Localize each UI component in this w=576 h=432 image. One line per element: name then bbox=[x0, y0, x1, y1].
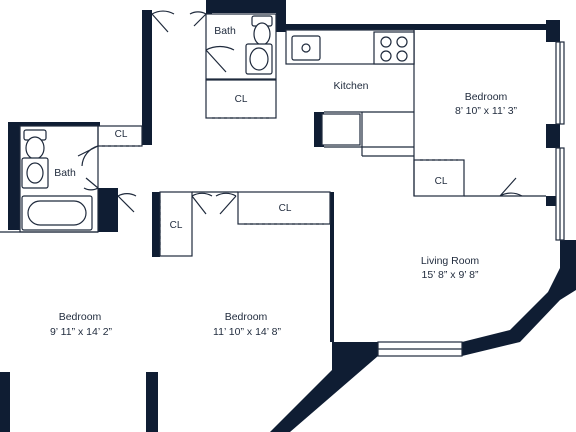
wall bbox=[146, 372, 158, 432]
wall bbox=[276, 0, 286, 32]
toilet-icon bbox=[23, 129, 47, 160]
bedroom-right-dims: 8’ 10” x 11’ 3” bbox=[454, 105, 518, 117]
bedroom-left-dims: 9’ 11” x 14’ 2” bbox=[49, 326, 113, 338]
door-swing bbox=[151, 10, 175, 33]
wall bbox=[414, 24, 549, 30]
bedroom-left-name: Bedroom bbox=[58, 311, 102, 323]
bedroom-center-name: Bedroom bbox=[224, 311, 268, 323]
kitchen-sink-icon bbox=[291, 35, 321, 61]
door-swing bbox=[83, 177, 99, 191]
wall bbox=[546, 124, 560, 148]
door-swing bbox=[499, 177, 523, 197]
wall bbox=[142, 10, 152, 145]
wall bbox=[206, 0, 286, 13]
sink-icon bbox=[245, 43, 273, 75]
bathtub-icon bbox=[21, 195, 93, 231]
wall bbox=[8, 122, 100, 126]
wall bbox=[546, 20, 560, 42]
closet-right-label: CL bbox=[434, 176, 448, 187]
wall bbox=[8, 124, 20, 230]
door-swing bbox=[205, 46, 235, 73]
bath-top-label: Bath bbox=[214, 25, 236, 37]
thin-lines bbox=[0, 10, 546, 257]
closet-left-label: CL bbox=[114, 129, 128, 140]
sink-icon bbox=[21, 157, 49, 189]
wall bbox=[0, 372, 10, 432]
bath-left-label: Bath bbox=[54, 167, 76, 179]
wall bbox=[270, 342, 378, 432]
living-room-dims: 15’ 8” x 9’ 8” bbox=[421, 269, 479, 281]
wall bbox=[462, 240, 576, 356]
wall bbox=[152, 192, 160, 257]
closet-top-label: CL bbox=[234, 94, 248, 105]
closet-center-small-label: CL bbox=[169, 220, 183, 231]
door-swing bbox=[215, 192, 237, 215]
wall bbox=[314, 112, 324, 147]
kitchen-label: Kitchen bbox=[333, 80, 369, 92]
door-swing bbox=[191, 192, 213, 215]
door-swing bbox=[189, 11, 207, 27]
bedroom-right-name: Bedroom bbox=[464, 91, 508, 103]
windows bbox=[377, 41, 565, 357]
stove-icon bbox=[373, 31, 415, 65]
closet-center-wide-label: CL bbox=[278, 203, 292, 214]
wall bbox=[546, 196, 560, 206]
wall bbox=[286, 24, 416, 30]
closet-center-wide-outline bbox=[237, 191, 331, 225]
door-swing bbox=[77, 145, 99, 167]
living-room-name: Living Room bbox=[420, 255, 480, 267]
closet-top-outline bbox=[205, 79, 277, 119]
fixtures bbox=[21, 15, 415, 231]
bath-top-outline bbox=[205, 13, 277, 80]
refrigerator-icon bbox=[321, 113, 361, 146]
wall bbox=[330, 192, 334, 342]
wall bbox=[98, 188, 118, 232]
bedroom-center-dims: 11’ 10” x 14’ 8” bbox=[213, 326, 281, 338]
door-swing bbox=[117, 192, 137, 213]
toilet-icon bbox=[251, 15, 273, 46]
